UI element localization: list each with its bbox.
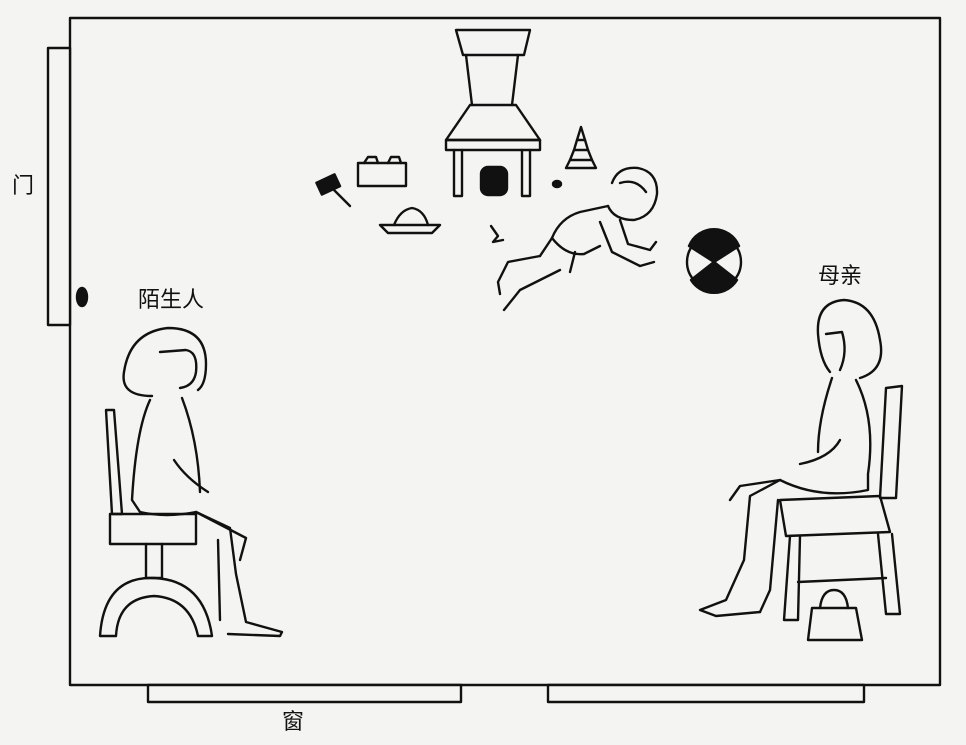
handbag xyxy=(806,588,864,642)
room-outline xyxy=(68,16,942,687)
empty-chair xyxy=(444,28,542,198)
toy-blocks-box xyxy=(356,155,408,188)
door xyxy=(46,46,89,327)
window-left xyxy=(146,683,463,704)
mother-chair xyxy=(778,384,904,622)
toy-ring-stacker xyxy=(551,125,598,189)
mother-label: 母亲 xyxy=(818,264,863,289)
door-knob xyxy=(75,286,89,308)
toy-ball xyxy=(685,228,743,294)
stranger-figure xyxy=(122,326,284,638)
toy-small-piece xyxy=(489,224,505,244)
stranger-label: 陌生人 xyxy=(138,288,205,313)
toy-black-block xyxy=(479,165,509,197)
toy-boat xyxy=(378,206,442,235)
mother-figure xyxy=(698,298,883,618)
stranger-chair xyxy=(98,408,214,638)
window-right xyxy=(546,683,866,704)
toy-hammer xyxy=(315,173,352,208)
baby-figure xyxy=(496,166,659,312)
door-label: 门 xyxy=(12,174,35,199)
window-label: 窗 xyxy=(282,710,305,735)
